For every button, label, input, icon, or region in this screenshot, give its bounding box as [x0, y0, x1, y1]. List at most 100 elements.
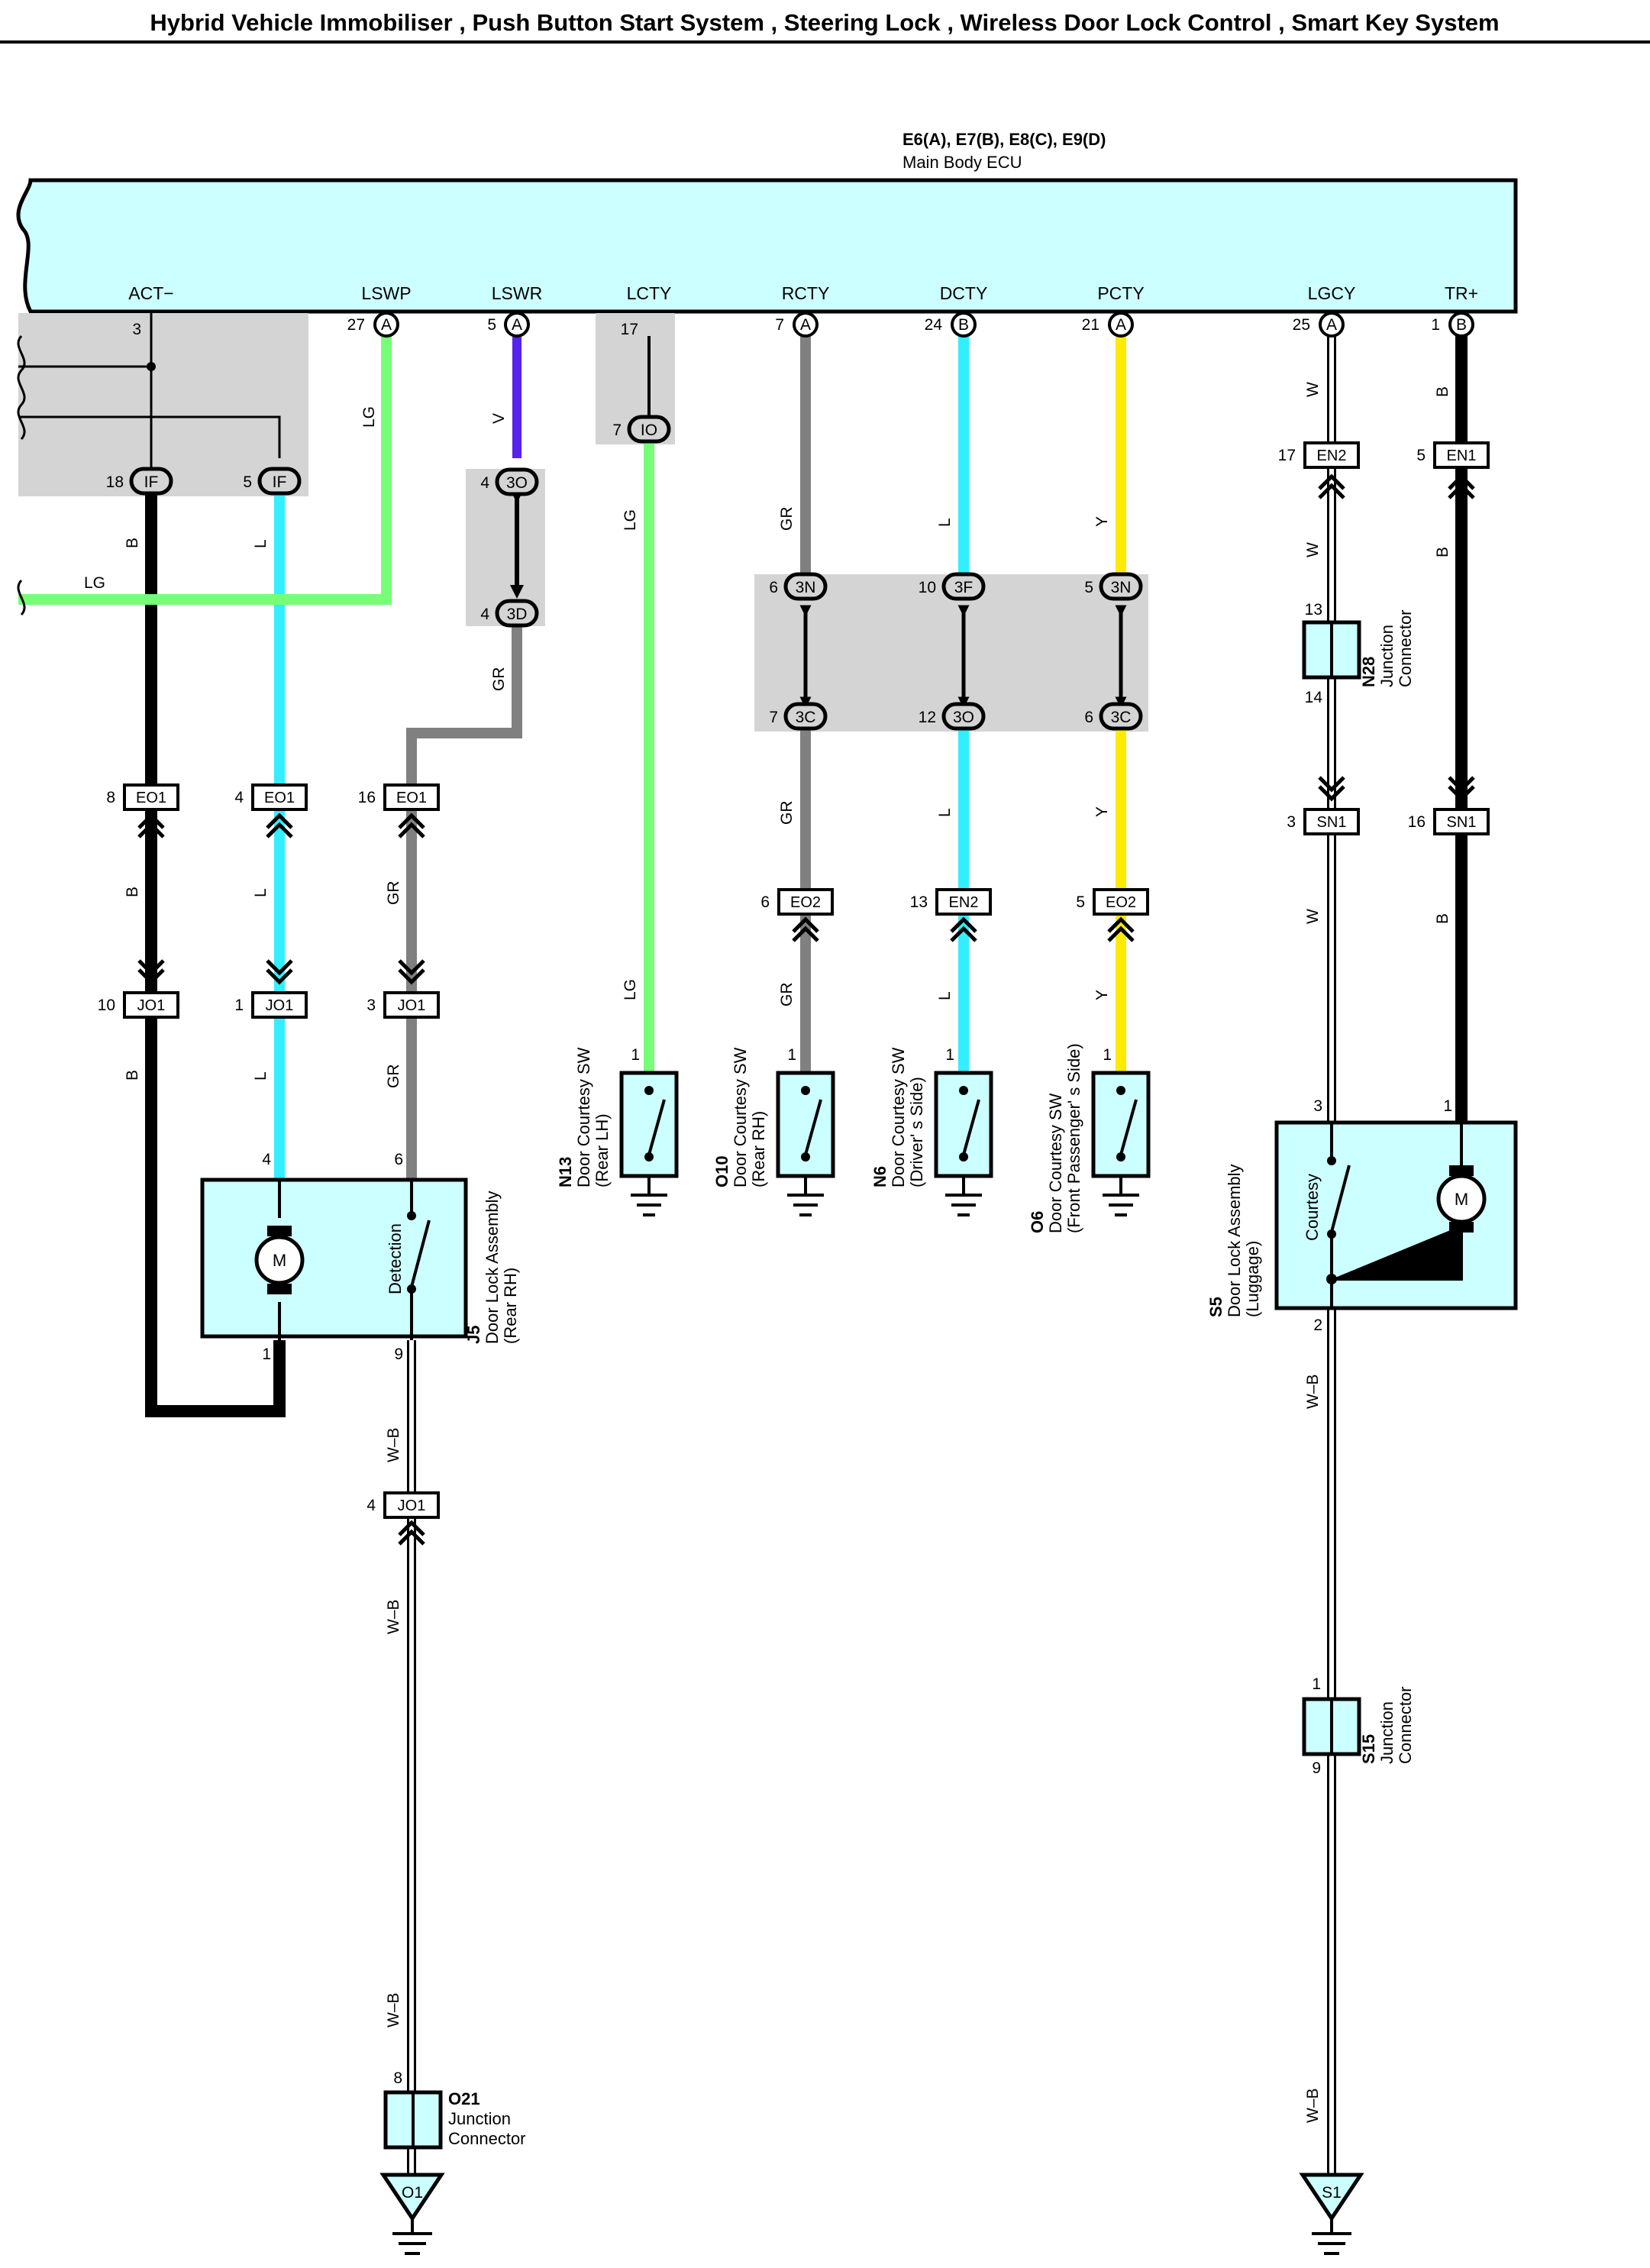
svg-text:W: W: [1304, 382, 1322, 397]
svg-text:6: 6: [1084, 709, 1093, 726]
svg-text:A: A: [1326, 316, 1337, 334]
svg-text:5: 5: [1084, 579, 1093, 596]
svg-text:3C: 3C: [1111, 709, 1132, 726]
ground-o1: O1: [379, 2173, 445, 2255]
svg-text:3C: 3C: [796, 709, 816, 726]
wire-code-labels: B L LG V GR LG GR L Y W B LG GR L Y W B …: [84, 382, 1451, 2123]
courtesy-switches: 1 1 1 1: [619, 1046, 1151, 1216]
ecu-name: Main Body ECU: [902, 153, 1022, 172]
svg-text:N28: N28: [1359, 657, 1378, 687]
svg-text:1: 1: [234, 997, 244, 1014]
svg-text:4: 4: [234, 789, 244, 806]
svg-text:(Rear RH): (Rear RH): [501, 1268, 520, 1344]
svg-text:Y: Y: [1093, 990, 1111, 1000]
svg-text:13: 13: [1305, 601, 1322, 619]
svg-text:S1: S1: [1322, 2184, 1342, 2202]
svg-text:PCTY: PCTY: [1097, 283, 1144, 303]
svg-text:5: 5: [1076, 893, 1085, 911]
svg-text:DCTY: DCTY: [940, 283, 988, 303]
svg-text:4: 4: [480, 606, 489, 623]
ecu-box: [16, 178, 1518, 314]
svg-text:(Rear RH): (Rear RH): [749, 1111, 768, 1187]
svg-text:4: 4: [262, 1151, 271, 1168]
s5-label: S5 Door Lock Assembly (Luggage): [1206, 1164, 1262, 1317]
svg-text:LG: LG: [84, 574, 105, 592]
svg-text:W: W: [1304, 542, 1322, 557]
svg-text:O6: O6: [1028, 1211, 1047, 1233]
svg-text:3: 3: [132, 321, 141, 338]
svg-text:M: M: [273, 1251, 286, 1270]
svg-text:6: 6: [769, 579, 778, 596]
svg-text:LCTY: LCTY: [627, 283, 672, 303]
switch-labels: N13 Door Courtesy SW (Rear LH) O10 Door …: [556, 1043, 1083, 1233]
svg-text:1: 1: [945, 1046, 954, 1064]
svg-text:GR: GR: [385, 881, 402, 906]
svg-text:JO1: JO1: [137, 997, 166, 1014]
svg-text:Connector: Connector: [1396, 609, 1415, 687]
svg-text:8: 8: [106, 789, 115, 806]
svg-text:EO2: EO2: [1106, 894, 1136, 911]
svg-text:9: 9: [1312, 1759, 1321, 1777]
svg-text:Door Courtesy SW: Door Courtesy SW: [1046, 1093, 1065, 1233]
junction-o21: 8 O21 Junction Connector: [383, 2069, 526, 2150]
svg-text:IO: IO: [641, 422, 657, 439]
svg-text:EO2: EO2: [790, 894, 821, 911]
svg-text:5: 5: [1416, 447, 1426, 464]
svg-text:1: 1: [262, 1346, 271, 1363]
svg-text:TR+: TR+: [1445, 283, 1478, 303]
svg-text:ACT−: ACT−: [128, 283, 173, 303]
svg-text:3N: 3N: [796, 579, 816, 596]
svg-text:LSWR: LSWR: [492, 283, 542, 303]
svg-text:LGCY: LGCY: [1308, 283, 1356, 303]
svg-text:3O: 3O: [506, 474, 528, 492]
svg-text:Door Courtesy SW: Door Courtesy SW: [731, 1047, 750, 1187]
svg-text:14: 14: [1305, 689, 1323, 706]
svg-text:SN1: SN1: [1447, 814, 1477, 831]
svg-text:EO1: EO1: [264, 790, 295, 806]
svg-text:10: 10: [919, 579, 936, 596]
pill-connectors: IF 18 IF 5 IO 7 3O 4 3D 4 3N 6 3F 10 3N …: [106, 415, 1143, 731]
svg-text:12: 12: [919, 709, 936, 726]
svg-text:GR: GR: [490, 667, 508, 692]
svg-text:A: A: [1116, 316, 1126, 334]
svg-text:4: 4: [480, 474, 489, 492]
svg-text:EN2: EN2: [949, 894, 979, 911]
svg-text:16: 16: [358, 789, 376, 806]
svg-text:1: 1: [1431, 316, 1440, 334]
svg-text:LG: LG: [360, 406, 378, 428]
svg-text:GR: GR: [778, 507, 796, 531]
svg-text:B: B: [1434, 386, 1451, 397]
svg-text:7: 7: [775, 316, 784, 334]
svg-text:B: B: [1434, 547, 1451, 557]
svg-text:Connector: Connector: [1396, 1686, 1415, 1764]
svg-text:L: L: [936, 808, 954, 817]
shade-act: [18, 313, 308, 496]
svg-text:O1: O1: [402, 2184, 423, 2202]
svg-text:W: W: [1304, 909, 1322, 924]
svg-text:A: A: [512, 316, 522, 334]
svg-text:EO1: EO1: [396, 790, 427, 806]
svg-text:16: 16: [1408, 813, 1426, 831]
svg-text:21: 21: [1082, 316, 1099, 334]
chevron-marks: [137, 473, 1475, 1546]
svg-text:5: 5: [487, 316, 496, 334]
svg-text:O10: O10: [712, 1155, 731, 1187]
switch-n13: 1: [619, 1046, 679, 1216]
ground-s1: S1: [1299, 2173, 1364, 2255]
svg-text:N6: N6: [870, 1166, 890, 1187]
svg-text:Junction: Junction: [1377, 625, 1397, 687]
svg-text:9: 9: [394, 1346, 403, 1363]
svg-text:L: L: [936, 518, 954, 527]
svg-text:24: 24: [925, 316, 943, 334]
svg-text:6: 6: [760, 893, 770, 911]
switch-o10: 1: [776, 1046, 835, 1216]
svg-text:B: B: [124, 538, 141, 548]
svg-text:Connector: Connector: [448, 2129, 526, 2148]
svg-text:Junction: Junction: [1377, 1701, 1397, 1764]
svg-text:S15: S15: [1359, 1734, 1378, 1764]
svg-text:B: B: [1434, 913, 1451, 924]
svg-text:W–B: W–B: [385, 1599, 402, 1634]
svg-text:LSWP: LSWP: [361, 283, 411, 303]
svg-text:A: A: [800, 316, 811, 334]
svg-text:1: 1: [787, 1046, 796, 1064]
